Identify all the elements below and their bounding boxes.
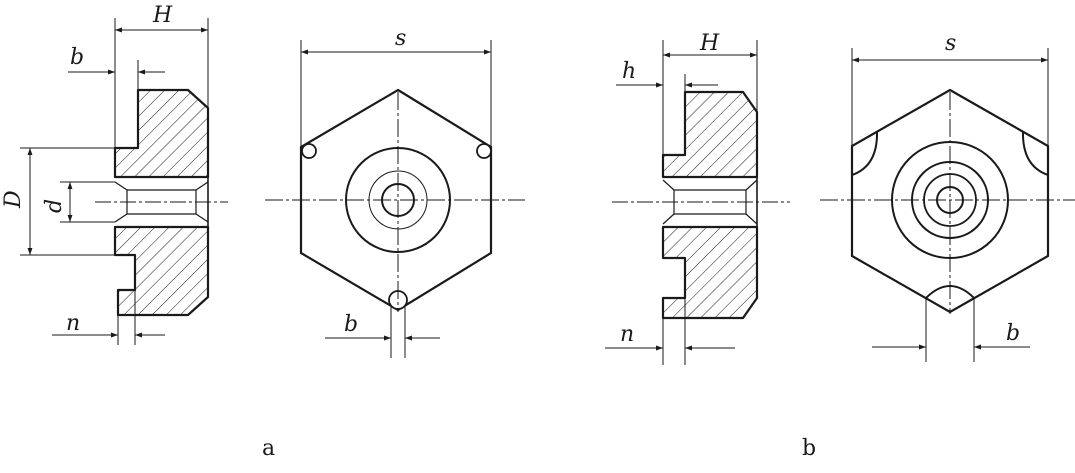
fig-b-label-H: H (699, 31, 720, 56)
caption-a: a (262, 436, 275, 461)
fig-a-label-d: d (42, 199, 67, 213)
fig-b-label-h: h (622, 59, 636, 84)
caption-b: b (802, 436, 816, 461)
fig-a-label-b-top: b (70, 45, 84, 70)
corner-hole-right-a (476, 143, 492, 159)
fig-a-label-H: H (152, 3, 173, 28)
figure-a-section-view (95, 88, 228, 317)
corner-cut-right-b (1021, 130, 1049, 176)
section-b-lower-half (661, 225, 759, 320)
fig-b-label-s: s (945, 31, 956, 56)
figure-a-plan-dimensions (300, 40, 492, 358)
figure-b-plan-view (820, 88, 1075, 314)
figure-b-section-dimensions (605, 40, 758, 365)
corner-cut-left-b (851, 130, 879, 176)
figure-a-plan-view (265, 88, 525, 312)
fig-b-label-n: n (620, 322, 634, 347)
fig-a-label-n: n (66, 311, 80, 336)
section-b-upper-half (661, 90, 759, 179)
section-a-lower-half (113, 225, 210, 317)
section-a-upper-half (113, 88, 210, 179)
figure-a-section-dimensions (20, 18, 209, 345)
fig-a-label-D: D (1, 190, 26, 209)
figure-b-section-view (612, 90, 790, 320)
fig-a-label-s: s (395, 26, 406, 51)
fig-a-label-b-bottom: b (344, 312, 358, 337)
corner-hole-left-a (301, 143, 317, 159)
fig-b-label-b: b (1006, 321, 1020, 346)
figure-b-plan-dimensions (851, 48, 1049, 362)
